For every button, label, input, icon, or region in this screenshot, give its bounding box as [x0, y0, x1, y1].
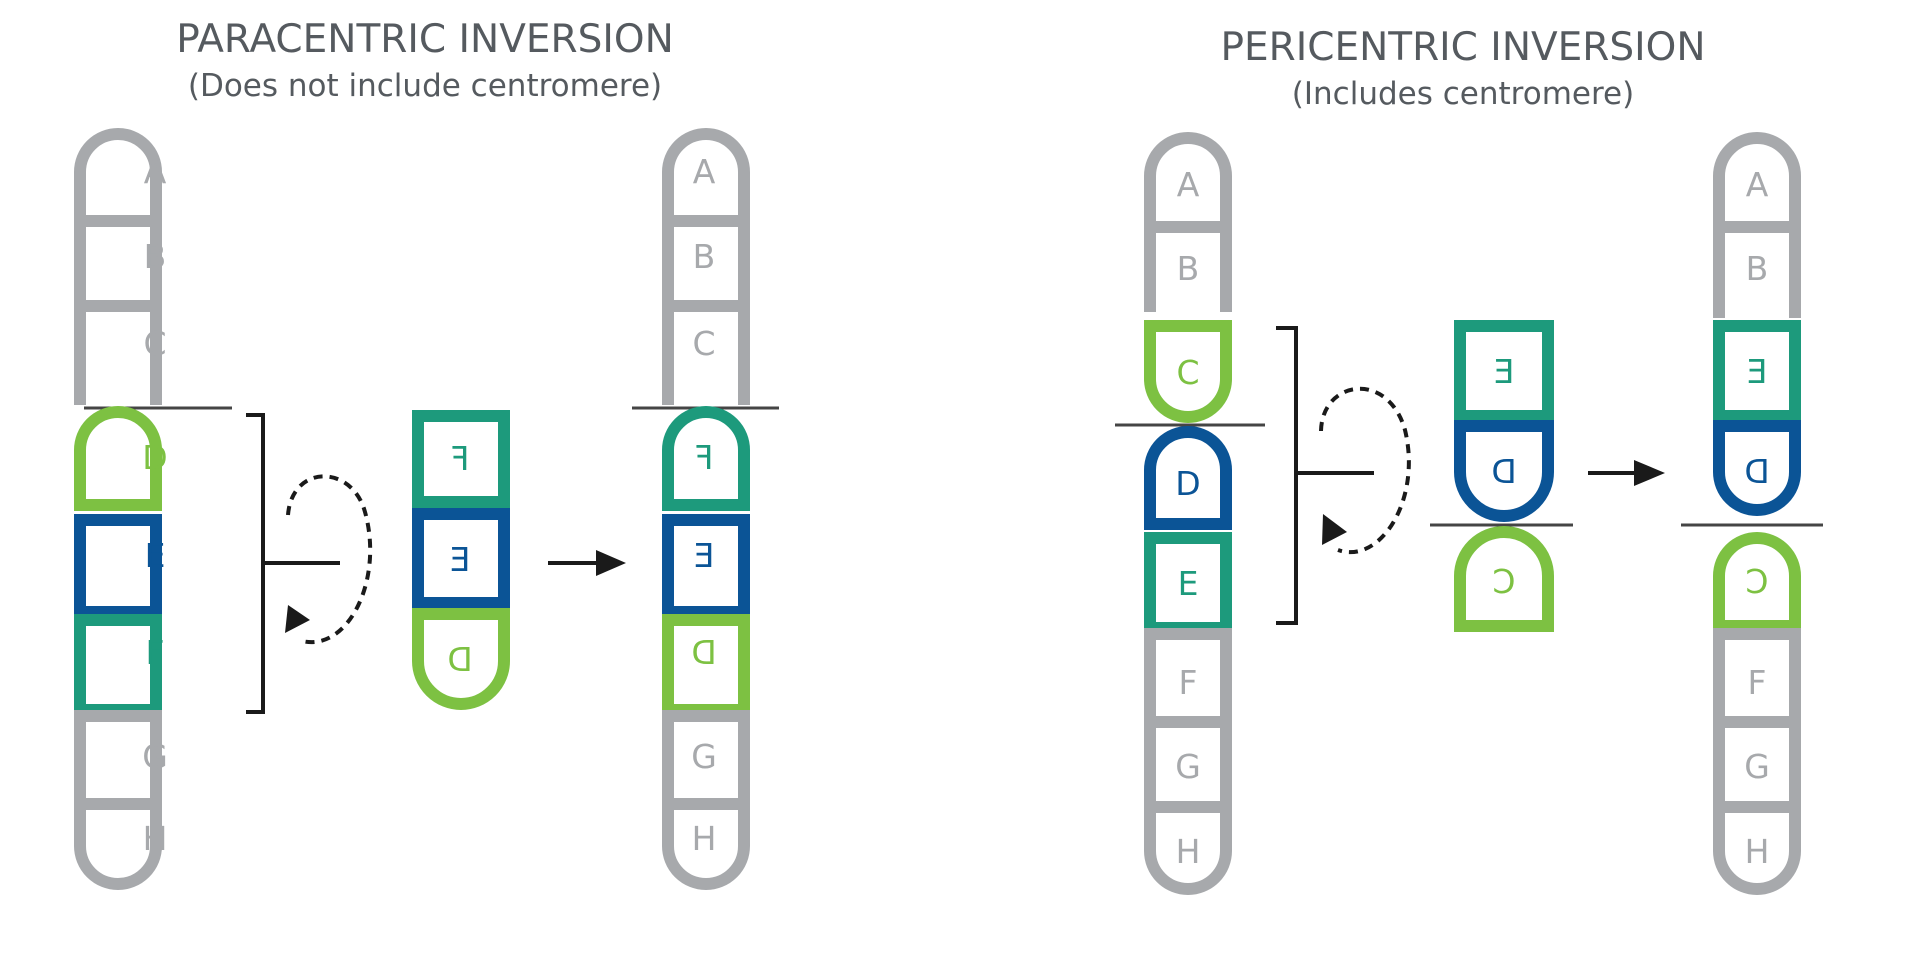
pericentric-panel: A B C D E F G H E D C: [1115, 132, 1823, 895]
segment-f-inverted: [412, 410, 510, 508]
paracentric-title: PARACENTRIC INVERSION: [176, 17, 674, 62]
chromosome-arm-bottom: [1713, 628, 1801, 895]
arrowhead-icon: [596, 550, 626, 576]
pericentric-result-chromosome: A B E D C F G H: [1681, 132, 1823, 895]
label-a: A: [693, 152, 716, 191]
chromosome-arm-top: [1144, 132, 1232, 312]
segment-c-result: [1713, 532, 1801, 632]
label-b: B: [1177, 249, 1200, 288]
label-d: D: [142, 438, 167, 477]
label-e: E: [1178, 564, 1199, 603]
chromosome-arm-bottom: [1144, 628, 1232, 895]
pericentric-title: PERICENTRIC INVERSION: [1220, 25, 1705, 70]
pericentric-subtitle: (Includes centromere): [1292, 76, 1634, 112]
chromosome-arm-top: [1713, 132, 1801, 318]
label-a: A: [1177, 165, 1200, 204]
label-d-result: D: [1744, 452, 1769, 491]
label-c-inverted: C: [1492, 562, 1515, 601]
label-a: A: [1746, 165, 1769, 204]
segment-c: [1144, 320, 1232, 423]
label-b: B: [144, 237, 167, 276]
label-h: H: [1745, 832, 1770, 871]
label-d-inverted: D: [447, 640, 472, 679]
segment-f-result: [662, 406, 750, 511]
label-d-inverted: D: [1491, 452, 1516, 491]
inversion-bracket: [1276, 326, 1298, 625]
rotation-arrow-icon: [1319, 386, 1411, 555]
label-e-result: E: [694, 536, 715, 575]
rotation-arrowhead-icon: [1322, 514, 1347, 545]
label-f-inverted: F: [451, 439, 470, 478]
inversion-bracket: [246, 413, 265, 714]
paracentric-panel: A B C D E F G H F E D: [74, 128, 779, 890]
label-e-inverted: E: [450, 540, 471, 579]
label-f: F: [146, 633, 165, 672]
arrowhead-icon: [1634, 460, 1665, 486]
paracentric-inverted-piece: F E D: [412, 410, 510, 710]
label-g: G: [1175, 747, 1201, 786]
chromosome-arm-top: [74, 128, 162, 405]
label-d-result: D: [691, 633, 716, 672]
label-d: D: [1175, 464, 1200, 503]
chromosome-arm-top: [662, 128, 750, 405]
segment-d-inverted: [1454, 420, 1554, 522]
segment-e-result: [1713, 320, 1801, 422]
pericentric-inverted-piece: E D C: [1430, 320, 1573, 632]
label-c: C: [692, 324, 715, 363]
label-c: C: [1176, 353, 1199, 392]
label-b: B: [693, 237, 716, 276]
label-c-result: C: [1745, 562, 1768, 601]
label-e-result: E: [1747, 352, 1768, 391]
rotation-arrow-icon: [286, 474, 373, 645]
segment-e: [74, 514, 162, 618]
paracentric-subtitle: (Does not include centromere): [188, 68, 662, 104]
chromosome-arm-bottom: [74, 710, 162, 890]
segment-d-result: [1713, 420, 1801, 516]
chromosome-arm-bottom: [662, 710, 750, 890]
segment-d: [74, 406, 162, 511]
segment-e-inverted: [412, 508, 510, 609]
label-c: C: [143, 324, 166, 363]
label-g: G: [1744, 747, 1770, 786]
label-e: E: [145, 536, 166, 575]
label-f: F: [1748, 663, 1767, 702]
label-h: H: [143, 819, 168, 858]
label-a: A: [144, 152, 167, 191]
label-h: H: [1176, 832, 1201, 871]
label-g: G: [142, 737, 168, 776]
label-f-result: F: [695, 438, 714, 477]
segment-d-inverted: [412, 608, 510, 710]
paracentric-original-chromosome: A B C D E F G H: [74, 128, 232, 890]
segment-c-inverted: [1454, 526, 1554, 632]
segment-e-inverted: [1454, 320, 1554, 422]
segment-d: [1144, 426, 1232, 530]
label-g: G: [691, 737, 717, 776]
segment-e-result: [662, 514, 750, 618]
pericentric-original-chromosome: A B C D E F G H: [1115, 132, 1265, 895]
paracentric-result-chromosome: A B C F E D G H: [632, 128, 779, 890]
label-b: B: [1746, 249, 1769, 288]
label-e-inverted: E: [1494, 352, 1515, 391]
label-h: H: [692, 819, 717, 858]
label-f: F: [1179, 663, 1198, 702]
rotation-arrowhead-icon: [285, 605, 310, 633]
